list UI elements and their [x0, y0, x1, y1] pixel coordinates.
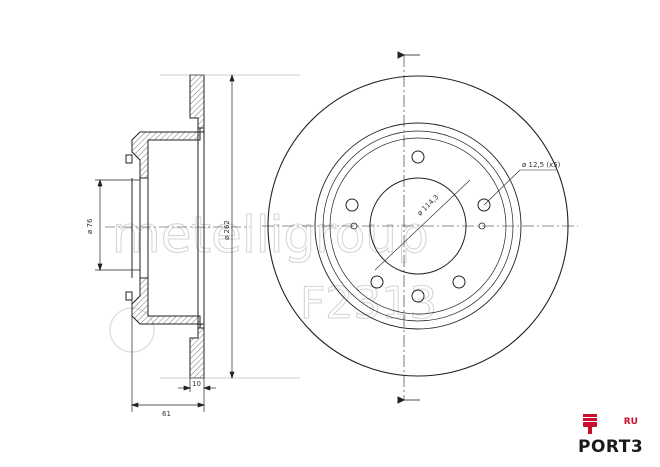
locating-hole: [411, 289, 425, 303]
watermark-part-number: F2313: [300, 278, 437, 329]
disc-ring-top-section: [189, 74, 205, 129]
disc-thickness-dimension: [178, 378, 216, 392]
bolt-hole: [370, 275, 384, 289]
logo-region: RU: [623, 417, 638, 427]
bolt-hole: [452, 275, 466, 289]
side-section-view: [105, 74, 300, 379]
bolt-hole: [345, 198, 359, 212]
disc-diameter-label: ø 262: [223, 220, 231, 240]
disc-diameter-dimension: [229, 73, 235, 380]
disc-thickness-label: 10: [192, 380, 201, 388]
hub-top-section: [131, 128, 205, 179]
port3-logo: RU PORT3: [572, 407, 644, 457]
front-view: [262, 51, 578, 404]
disc-ring-bottom-section: [189, 327, 205, 379]
bolt-holes-label: ø 12,5 (x5): [522, 161, 561, 169]
hub-bore-label: ø 76: [86, 218, 94, 234]
piston-icon: [583, 414, 597, 434]
bolt-hole: [411, 150, 425, 164]
friction-inner-circle: [314, 122, 522, 330]
hub-bore-dimension: [95, 178, 140, 272]
total-height-dimension: [130, 300, 206, 412]
watermark: metelligroup F2313: [109, 205, 438, 353]
total-height-label: 61: [162, 410, 171, 418]
hub-bottom-section: [131, 277, 205, 328]
logo-brand: PORT3: [578, 437, 644, 457]
bolt-hole: [477, 198, 491, 212]
